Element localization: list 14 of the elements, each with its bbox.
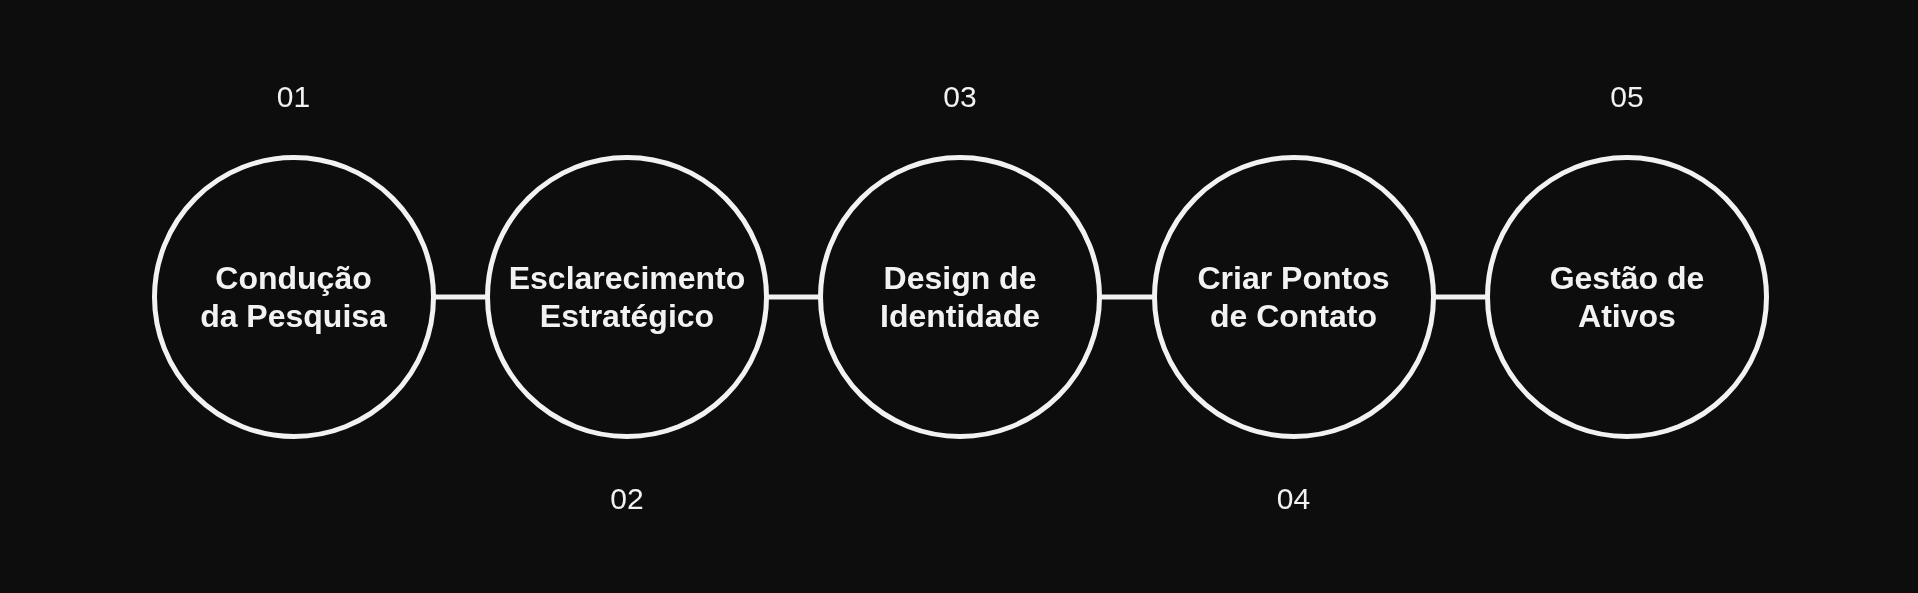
step-label: Criar Pontos de Contato — [1196, 259, 1391, 335]
step-number: 04 — [1276, 482, 1311, 516]
connector-line — [434, 294, 486, 300]
step-label: Condução da Pesquisa — [199, 259, 388, 335]
step-label: Gestão de Ativos — [1548, 259, 1706, 335]
step-number: 05 — [1610, 80, 1644, 114]
step-number: 03 — [943, 80, 977, 114]
connector-line — [1101, 294, 1153, 300]
connector-line — [768, 294, 819, 300]
step-number: 02 — [610, 482, 644, 516]
step-number: 01 — [276, 80, 311, 114]
step-label: Design de Identidade — [879, 259, 1041, 335]
connector-line — [1434, 294, 1486, 300]
step-label: Esclarecimento Estratégico — [507, 259, 747, 335]
